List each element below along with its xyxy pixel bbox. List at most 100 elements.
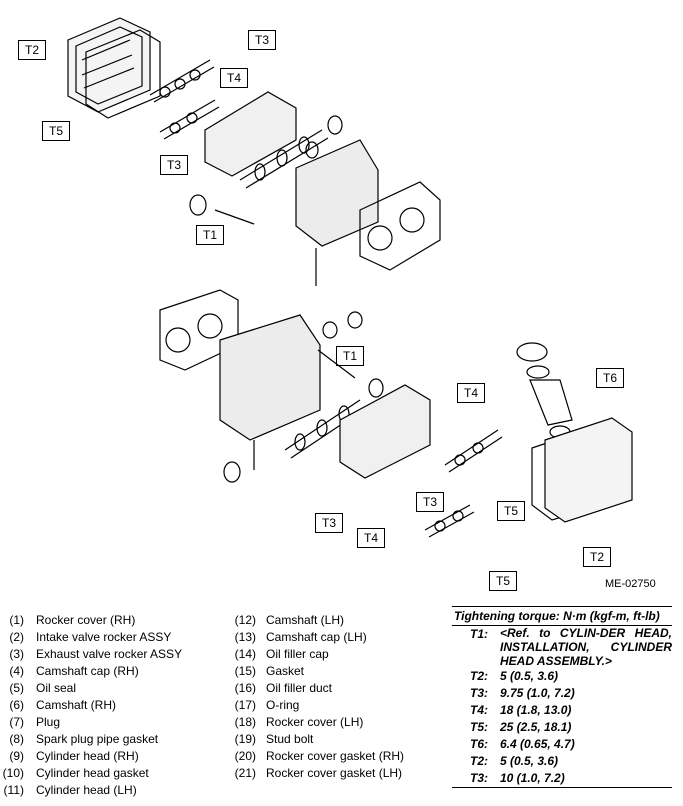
exhaust-rocker-assy-lh bbox=[424, 504, 475, 538]
torque-row: T1: <Ref. to CYLIN-DER HEAD, INSTALLATION… bbox=[452, 626, 672, 668]
rocker-cover-rh bbox=[67, 17, 151, 113]
plug-rh bbox=[327, 115, 343, 135]
legend-row: (20) Rocker cover gasket (RH) bbox=[228, 748, 438, 765]
legend-row: (19) Stud bolt bbox=[228, 731, 438, 748]
legend-name: Camshaft (RH) bbox=[36, 698, 117, 712]
legend-num: (4) bbox=[9, 664, 24, 678]
rocker-cover-lh bbox=[544, 417, 633, 523]
spark-plug-gasket-lh-1 bbox=[322, 321, 338, 339]
legend-name: Cylinder head gasket bbox=[36, 766, 149, 780]
legend-num: (7) bbox=[9, 715, 24, 729]
legend-num: (16) bbox=[234, 681, 256, 695]
legend-num: (1) bbox=[9, 613, 24, 627]
legend-name: O-ring bbox=[266, 698, 300, 712]
spark-plug-gasket-rh bbox=[305, 141, 319, 159]
legend-num: (15) bbox=[234, 664, 256, 678]
oil-seal-lh bbox=[223, 461, 241, 483]
spark-plug-gasket-lh-2 bbox=[347, 311, 363, 329]
exhaust-rocker-assy bbox=[159, 99, 220, 140]
callout-t3-top: T3 bbox=[248, 30, 277, 50]
camshaft-cap-lh bbox=[339, 384, 431, 479]
torque-value: 25 (2.5, 18.1) bbox=[500, 720, 572, 734]
callout-t2-top: T2 bbox=[18, 40, 47, 60]
torque-row: T3:9.75 (1.0, 7.2) bbox=[452, 685, 672, 702]
legend-row: (12) Camshaft (LH) bbox=[228, 612, 438, 629]
callout-t5-top: T5 bbox=[42, 121, 71, 141]
legend-row: (11) Cylinder head (LH) bbox=[0, 782, 235, 799]
legend-row: (13)Camshaft cap (LH) bbox=[228, 629, 438, 646]
legend-name: Gasket bbox=[266, 664, 305, 678]
torque-value: 18 (1.8, 13.0) bbox=[500, 703, 572, 717]
intake-rocker-assy-lh bbox=[444, 429, 503, 473]
legend-row: (2)Intake valve rocker ASSY bbox=[0, 629, 235, 646]
legend-num: (3) bbox=[9, 647, 24, 661]
torque-key: T6: bbox=[470, 737, 488, 751]
oil-filler-gasket bbox=[526, 365, 550, 379]
oil-filler-duct bbox=[529, 379, 573, 426]
callout-t4-bottom: T4 bbox=[357, 528, 386, 548]
legend-num: (20) bbox=[234, 749, 256, 763]
torque-row: T4: 18 (1.8, 13.0) bbox=[452, 702, 672, 719]
callout-t4-top: T4 bbox=[220, 68, 249, 88]
legend-row: (7) Plug bbox=[0, 714, 235, 731]
legend-num: (19) bbox=[234, 732, 256, 746]
torque-value: <Ref. to CYLIN-DER HEAD, INSTALLATION, C… bbox=[500, 626, 672, 668]
torque-row: T3:10 (1.0, 7.2) bbox=[452, 770, 672, 788]
legend-row: (15) Gasket bbox=[228, 663, 438, 680]
callout-t1-mid: T1 bbox=[336, 346, 365, 366]
legend-num: (12) bbox=[234, 613, 256, 627]
legend-name: Camshaft cap (LH) bbox=[266, 630, 367, 644]
legend-name: Stud bolt bbox=[266, 732, 314, 746]
legend-num: (9) bbox=[9, 749, 24, 763]
torque-value: 5 (0.5, 3.6) bbox=[500, 754, 559, 768]
legend-num: (2) bbox=[9, 630, 24, 644]
legend-name: Camshaft (LH) bbox=[266, 613, 345, 627]
oil-filler-cap bbox=[516, 342, 548, 362]
torque-row: T5: 25 (2.5, 18.1) bbox=[452, 719, 672, 736]
legend-name: Rocker cover (LH) bbox=[266, 715, 364, 729]
legend-row: (5)Oil seal bbox=[0, 680, 235, 697]
legend-num: (17) bbox=[234, 698, 256, 712]
legend-num: (10) bbox=[2, 766, 24, 780]
legend-row: (1) Rocker cover (RH) bbox=[0, 612, 235, 629]
legend-name: Cylinder head (RH) bbox=[36, 749, 139, 763]
legend-name: Cylinder head (LH) bbox=[36, 783, 137, 797]
plug-lh bbox=[368, 378, 384, 398]
torque-key: T1: bbox=[470, 627, 488, 641]
legend-num: (11) bbox=[3, 783, 24, 797]
legend-row: (14)Oil filler cap bbox=[228, 646, 438, 663]
tightening-torque-table: Tightening torque: N·m (kgf-m, ft-lb) T1… bbox=[452, 606, 672, 788]
legend-row: (6)Camshaft (RH) bbox=[0, 697, 235, 714]
callout-t1-top: T1 bbox=[196, 225, 225, 245]
legend-name: Plug bbox=[36, 715, 61, 729]
legend-name: Rocker cover (RH) bbox=[36, 613, 136, 627]
exploded-view-diagram bbox=[67, 17, 633, 538]
torque-value: 5 (0.5, 3.6) bbox=[500, 669, 559, 683]
callout-t3-mid: T3 bbox=[160, 155, 189, 175]
legend-num: (8) bbox=[9, 732, 24, 746]
legend-row: (21)Rocker cover gasket (LH) bbox=[228, 765, 438, 782]
parts-legend-middle: (12)Camshaft (LH) (13)Camshaft cap (LH) … bbox=[228, 612, 438, 782]
callout-t6: T6 bbox=[596, 368, 625, 388]
cylinder-head-lh bbox=[219, 314, 321, 441]
legend-num: (18) bbox=[234, 715, 256, 729]
torque-key: T2: bbox=[470, 754, 488, 768]
callout-t3-bottom-right: T3 bbox=[416, 492, 445, 512]
legend-row: (9) Cylinder head (RH) bbox=[0, 748, 235, 765]
torque-table-title: Tightening torque: N·m (kgf-m, ft-lb) bbox=[452, 606, 672, 626]
torque-value: 6.4 (0.65, 4.7) bbox=[500, 737, 575, 751]
torque-key: T4: bbox=[470, 703, 488, 717]
callout-t2-bottom: T2 bbox=[583, 547, 612, 567]
legend-row: (17) O-ring bbox=[228, 697, 438, 714]
cylinder-head-gasket-rh bbox=[359, 181, 441, 271]
parts-legend-left: (1) Rocker cover (RH) (2)Intake valve roc… bbox=[0, 612, 235, 799]
legend-row: (3)Exhaust valve rocker ASSY bbox=[0, 646, 235, 663]
legend-name: Oil seal bbox=[36, 681, 77, 695]
legend-row: (16)Oil filler duct bbox=[228, 680, 438, 697]
torque-key: T5: bbox=[470, 720, 488, 734]
callout-t5-mid: T5 bbox=[497, 501, 526, 521]
legend-name: Rocker cover gasket (RH) bbox=[266, 749, 405, 763]
legend-num: (21) bbox=[234, 766, 256, 780]
callout-t5-bottom: T5 bbox=[489, 571, 518, 591]
camshaft-rh bbox=[239, 129, 329, 189]
